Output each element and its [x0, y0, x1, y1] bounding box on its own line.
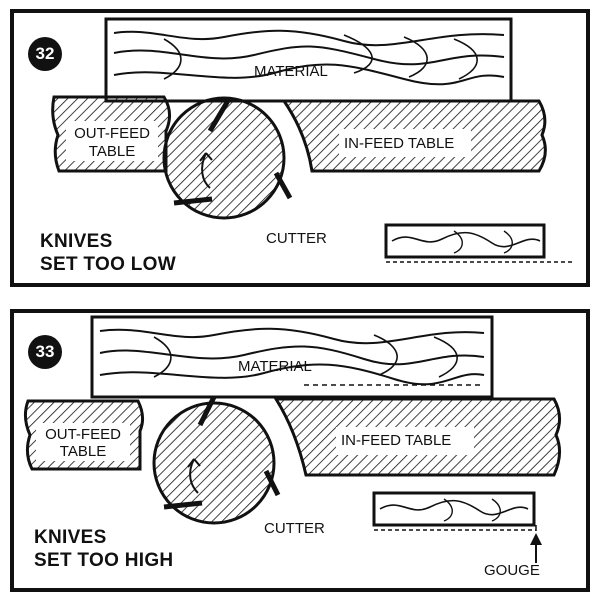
material-label: MATERIAL [254, 63, 328, 80]
infeed-label: IN-FEED TABLE [341, 432, 452, 449]
gouge-arrow [530, 533, 542, 563]
gouge-label: GOUGE [484, 562, 540, 579]
figure-32-number: 32 [28, 37, 62, 71]
outfeed-label-line1: OUT-FEED [45, 426, 121, 443]
cutter-head [152, 395, 281, 525]
figure-33-number: 33 [28, 335, 62, 369]
sample-board [372, 491, 537, 531]
material-board [104, 17, 513, 103]
figure-32-panel: 32 MATERIAL OUT-FEED TABLE IN-FEED TABLE… [10, 9, 590, 287]
material-board [90, 315, 494, 399]
figure-32-drawing [51, 17, 574, 263]
outfeed-label-line2: TABLE [88, 143, 136, 160]
caption-line2: SET TOO HIGH [34, 550, 174, 571]
cutter-label: CUTTER [266, 230, 327, 247]
caption-line2: SET TOO LOW [40, 254, 176, 275]
caption-line1: KNIVES [40, 231, 113, 252]
infeed-table [273, 397, 561, 477]
outfeed-table [51, 95, 171, 173]
outfeed-label-line2: TABLE [59, 443, 107, 460]
figure-33-drawing [23, 315, 561, 563]
outfeed-label-line1: OUT-FEED [74, 125, 150, 142]
figure-33-panel: 33 MATERIAL OUT-FEED TABLE IN-FEED TABLE… [10, 309, 590, 592]
cutter-head [162, 96, 293, 220]
material-label: MATERIAL [238, 358, 312, 375]
cutter-label: CUTTER [264, 520, 325, 537]
sample-board [384, 223, 574, 263]
caption-line1: KNIVES [34, 527, 107, 548]
outfeed-table [23, 399, 145, 471]
infeed-table [281, 99, 547, 173]
infeed-label: IN-FEED TABLE [344, 135, 455, 152]
